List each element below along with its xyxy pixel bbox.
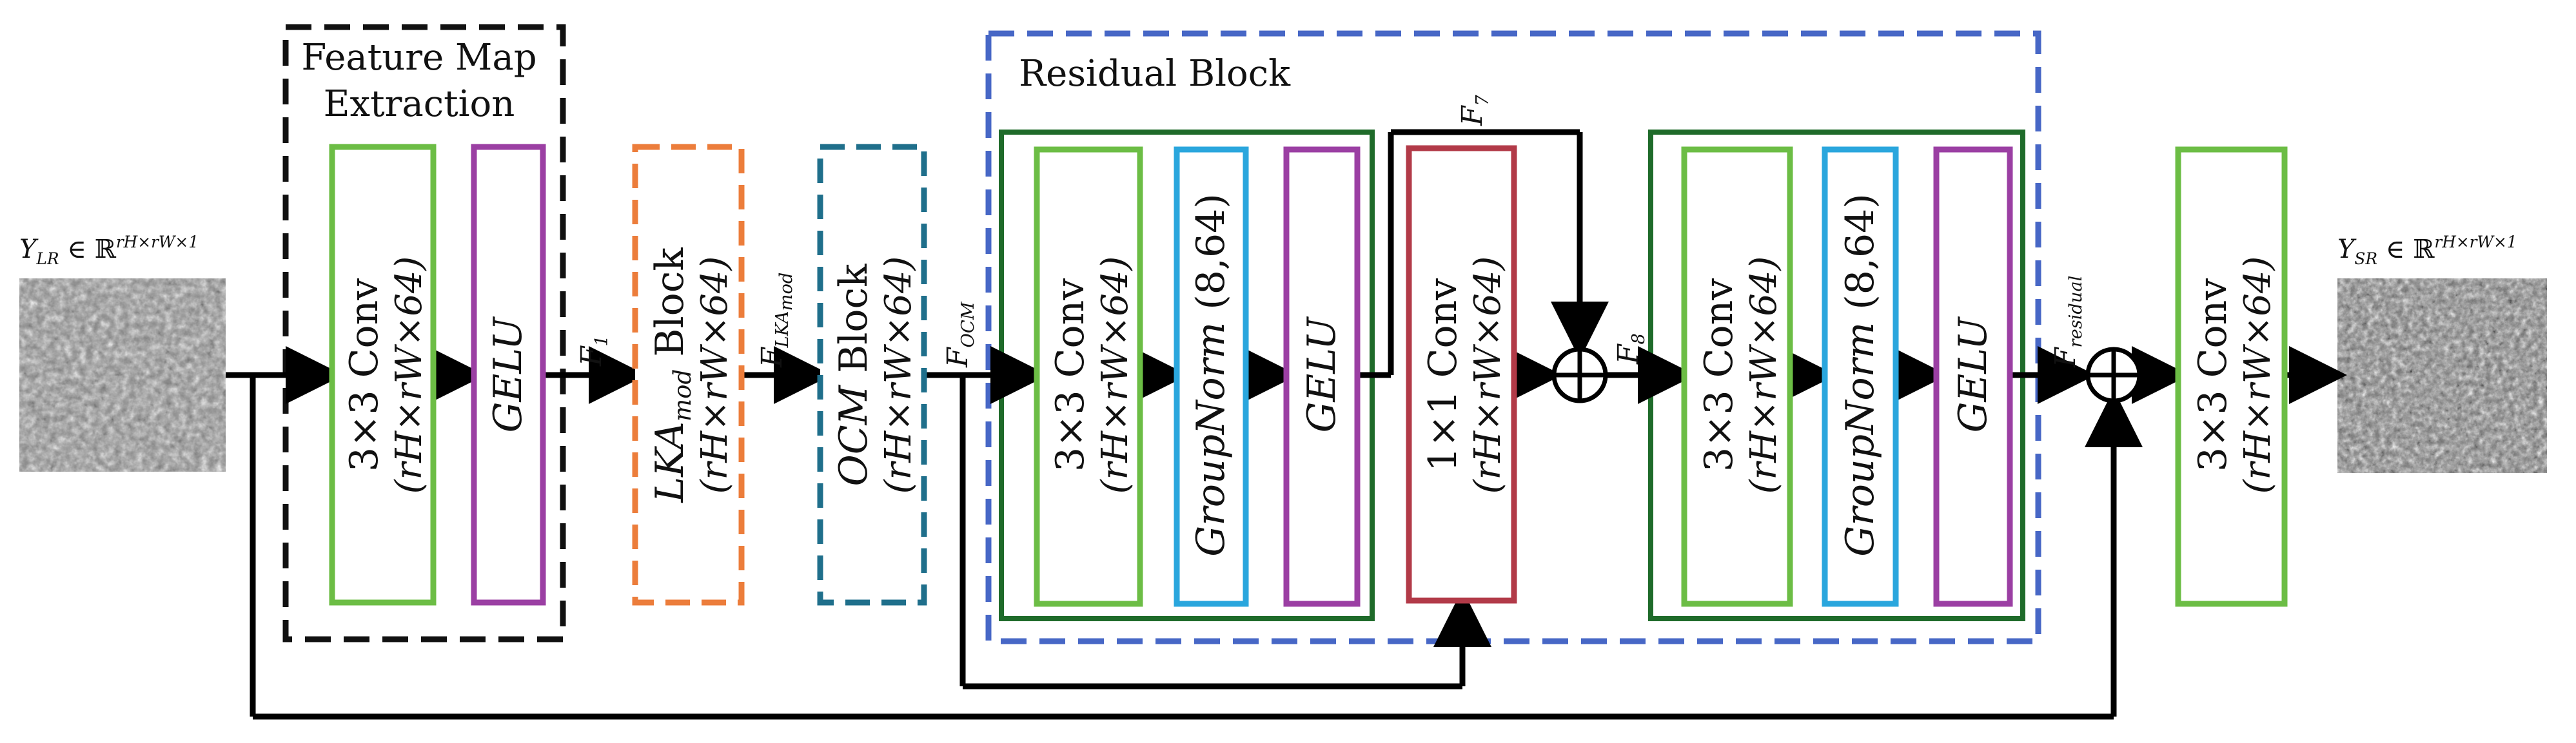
connections xyxy=(226,129,2347,720)
rb2-conv-shape: (rH×rW×64) xyxy=(1743,256,1785,494)
output-image-icon xyxy=(2337,278,2547,473)
input-image-icon xyxy=(19,278,226,472)
conv1x1-label: 1×1 Conv xyxy=(1421,278,1466,472)
fme-gelu-block xyxy=(471,144,546,606)
feature-map-extraction-title-2: Extraction xyxy=(324,83,515,125)
conv1x1-shape: (rH×rW×64) xyxy=(1467,256,1509,494)
fme-conv-label: 3×3 Conv xyxy=(342,278,387,472)
rb1-groupnorm-block xyxy=(1174,146,1249,607)
rb2-groupnorm-block xyxy=(1822,146,1899,607)
fme-conv-shape: (rH×rW×64) xyxy=(388,256,430,494)
input-label: YLR ∈ ℝrH×rW×1 xyxy=(19,233,199,268)
rb2-gelu-label: GELU xyxy=(1951,316,1996,432)
residual-block-group xyxy=(985,30,2041,644)
sum-node-output xyxy=(2085,347,2142,403)
conv1x1-block xyxy=(1406,145,1517,604)
rb1-conv-shape: (rH×rW×64) xyxy=(1094,256,1136,494)
fme-gelu-label: GELU xyxy=(486,316,531,432)
output-label: YSR ∈ ℝrH×rW×1 xyxy=(2337,233,2517,268)
ocm-block xyxy=(817,144,927,606)
feature-map-extraction-group xyxy=(282,24,566,642)
rb1-conv-block xyxy=(1034,146,1143,607)
signal-f8-label: F8 xyxy=(1612,333,1649,365)
signal-f7-label: F7 xyxy=(1456,94,1493,126)
lka-block xyxy=(632,144,745,606)
lka-shape: (rH×rW×64) xyxy=(694,256,736,494)
rb1-gelu-block xyxy=(1283,146,1361,607)
residual-block-title: Residual Block xyxy=(1019,53,1291,95)
final-conv-block xyxy=(2175,146,2288,607)
feature-map-extraction-title: Feature Map xyxy=(301,37,536,79)
signal-fresidual-label: Fresidual xyxy=(2049,276,2086,368)
rb1-conv-label: 3×3 Conv xyxy=(1048,278,1093,472)
rb1-groupnorm-label: GroupNorm (8,64) xyxy=(1188,193,1234,556)
final-conv-shape: (rH×rW×64) xyxy=(2237,256,2279,494)
fme-conv-block xyxy=(329,144,437,606)
ocm-label: OCM Block xyxy=(831,264,876,487)
rb1-gelu-label: GELU xyxy=(1299,316,1344,432)
signal-focm-label: FOCM xyxy=(941,301,978,368)
final-conv-label: 3×3 Conv xyxy=(2190,278,2236,472)
ocm-shape: (rH×rW×64) xyxy=(878,256,919,494)
lka-label: LKAmod Block xyxy=(647,247,696,503)
signal-f1-label: F1 xyxy=(575,335,612,367)
rb2-groupnorm-label: GroupNorm (8,64) xyxy=(1838,193,1883,556)
rb2-gelu-block xyxy=(1933,146,2013,607)
sum-node-f8 xyxy=(1551,347,1608,403)
rb2-conv-label: 3×3 Conv xyxy=(1696,278,1742,472)
rb2-conv-block xyxy=(1681,146,1793,607)
signal-flka-label: FLKAmod xyxy=(756,273,796,368)
